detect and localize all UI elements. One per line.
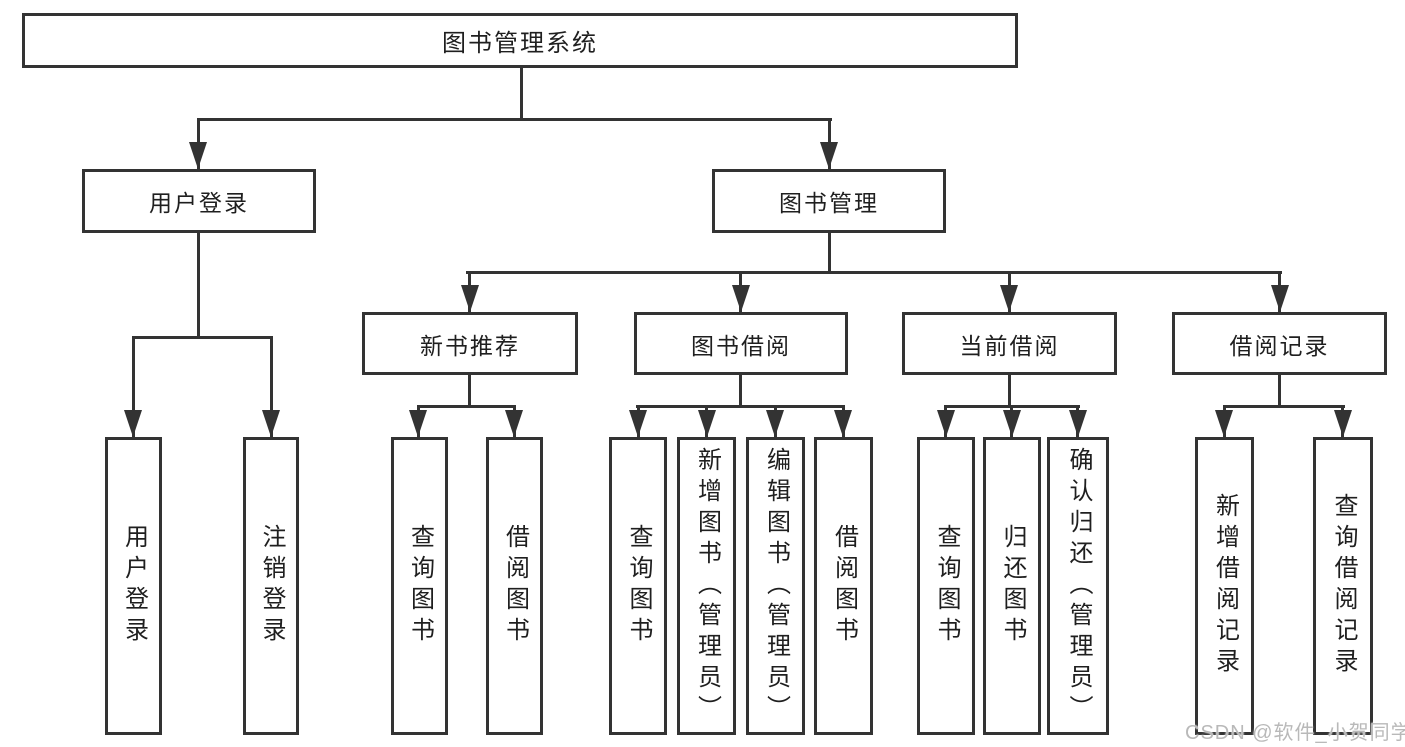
connector-bookborrow-stem	[739, 375, 742, 408]
node-library-management-system: 图书管理系统	[22, 13, 1018, 68]
arrow-down-icon	[766, 410, 784, 437]
arrow-down-icon	[461, 285, 479, 312]
leaf-label: 查询图书	[406, 524, 434, 648]
connector-records-rail	[1223, 405, 1345, 408]
leaf-label: 用户登录	[120, 524, 148, 648]
arrow-down-icon	[262, 410, 280, 437]
leaf-logout: 注销登录	[243, 437, 299, 735]
arrow-down-icon	[1334, 410, 1352, 437]
node-label: 新书推荐	[420, 332, 520, 359]
arrow-down-icon	[698, 410, 716, 437]
connector-bookmgmt-stem	[828, 233, 831, 274]
arrow-down-icon	[1215, 410, 1233, 437]
connector-bookborrow-rail	[636, 405, 845, 408]
leaf-records-add-record: 新增借阅记录	[1195, 437, 1254, 735]
connector-drop-leaf-logout	[270, 336, 273, 437]
leaf-newbook-query-books: 查询图书	[391, 437, 448, 735]
arrow-down-icon	[732, 285, 750, 312]
leaf-newbook-borrow-books: 借阅图书	[486, 437, 543, 735]
node-user-login: 用户登录	[82, 169, 316, 233]
node-book-borrowing: 图书借阅	[634, 312, 848, 375]
connector-newbook-rail	[417, 405, 516, 408]
connector-drop-leaf-user-login	[132, 336, 135, 437]
arrow-down-icon	[1271, 285, 1289, 312]
leaf-borrowing-query-books: 查询图书	[609, 437, 667, 735]
node-book-management: 图书管理	[712, 169, 946, 233]
leaf-borrowing-add-books-admin: 新增图书（管理员）	[677, 437, 736, 735]
leaf-label: 确认归还（管理员）	[1065, 446, 1092, 726]
leaf-label: 借阅图书	[501, 524, 529, 648]
leaf-current-confirm-return-admin: 确认归还（管理员）	[1047, 437, 1109, 735]
leaf-label: 归还图书	[999, 524, 1026, 648]
connector-root-rail	[197, 118, 832, 121]
arrow-down-icon	[505, 410, 523, 437]
arrow-down-icon	[834, 410, 852, 437]
node-new-book-recommend: 新书推荐	[362, 312, 578, 375]
leaf-records-query-record: 查询借阅记录	[1313, 437, 1373, 735]
leaf-label: 编辑图书（管理员）	[762, 446, 790, 726]
arrow-down-icon	[820, 142, 838, 169]
connector-records-stem	[1278, 375, 1281, 408]
leaf-label: 查询图书	[933, 524, 960, 648]
leaf-label: 查询借阅记录	[1330, 493, 1357, 679]
node-label: 图书借阅	[691, 332, 791, 359]
leaf-user-login: 用户登录	[105, 437, 162, 735]
arrow-down-icon	[1000, 285, 1018, 312]
arrow-down-icon	[629, 410, 647, 437]
node-borrowing-records: 借阅记录	[1172, 312, 1387, 375]
arrow-down-icon	[189, 142, 207, 169]
arrow-down-icon	[1069, 410, 1087, 437]
node-label: 用户登录	[149, 190, 249, 216]
node-label: 图书管理系统	[442, 30, 598, 57]
leaf-label: 查询图书	[625, 524, 652, 648]
node-label: 借阅记录	[1229, 332, 1330, 359]
connector-newbook-stem	[468, 375, 471, 408]
leaf-label: 注销登录	[258, 524, 285, 648]
leaf-label: 新增图书（管理员）	[693, 446, 721, 726]
leaf-borrowing-edit-books-admin: 编辑图书（管理员）	[746, 437, 805, 735]
arrow-down-icon	[409, 410, 427, 437]
leaf-label: 新增借阅记录	[1211, 493, 1239, 679]
csdn-watermark: CSDN @软件_小贺同学	[1185, 722, 1405, 744]
leaf-current-query-books: 查询图书	[917, 437, 975, 735]
leaf-borrowing-borrow-books: 借阅图书	[814, 437, 873, 735]
arrow-down-icon	[937, 410, 955, 437]
node-label: 当前借阅	[959, 332, 1060, 359]
leaf-label: 借阅图书	[830, 524, 858, 648]
node-label: 图书管理	[779, 190, 879, 216]
arrow-down-icon	[124, 410, 142, 437]
arrow-down-icon	[1003, 410, 1021, 437]
node-current-borrowing: 当前借阅	[902, 312, 1117, 375]
connector-userlogin-rail	[132, 336, 273, 339]
connector-currentborrow-stem	[1008, 375, 1011, 408]
connector-bookmgmt-rail	[466, 271, 1282, 274]
leaf-current-return-books: 归还图书	[983, 437, 1041, 735]
connector-userlogin-stem	[197, 233, 200, 339]
connector-root-stem	[520, 68, 523, 121]
